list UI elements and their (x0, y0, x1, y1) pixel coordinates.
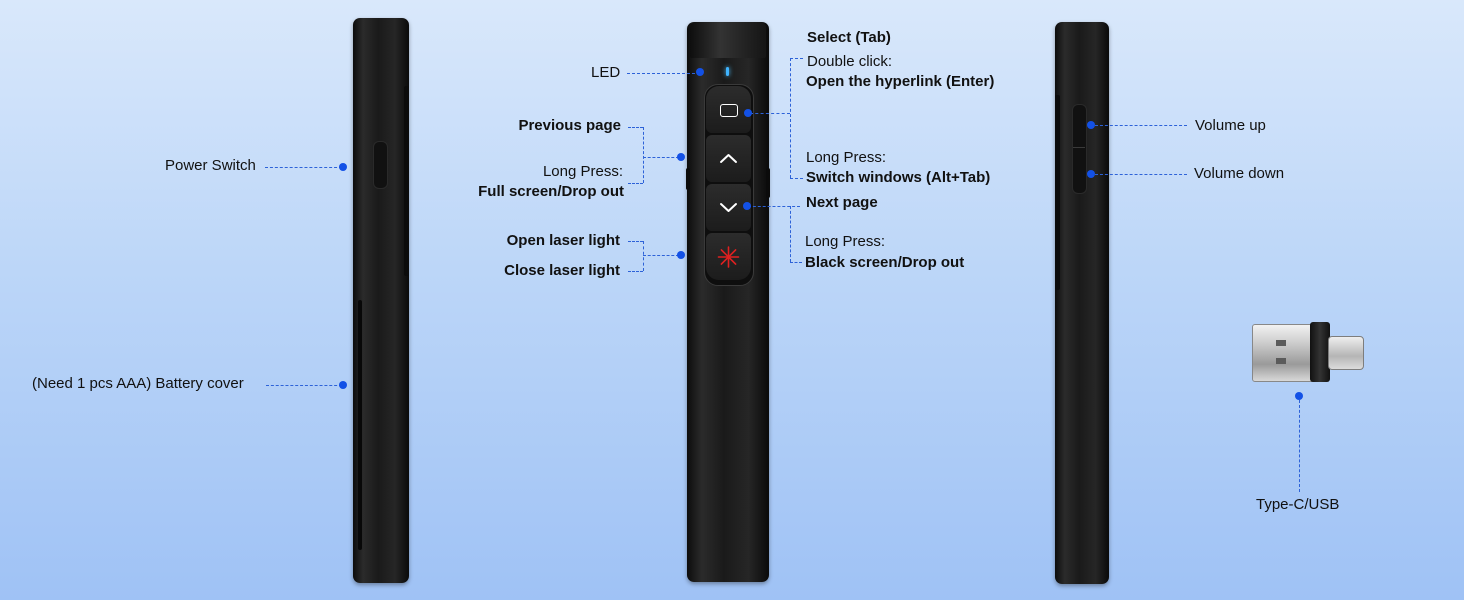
chevron-up-icon (720, 154, 737, 163)
usb-housing (1310, 322, 1330, 382)
next-leader (748, 206, 800, 207)
select-bracket-top (790, 58, 803, 59)
led-label: LED (591, 64, 621, 81)
asterisk-icon (717, 246, 740, 268)
volume-down-leader (1095, 174, 1187, 175)
select-dot (744, 109, 752, 117)
select-bracket-vert (790, 58, 791, 178)
laser-dot (677, 251, 685, 259)
next-page-label: Next page (806, 194, 878, 211)
select-long-press-label: Long Press: (806, 149, 887, 166)
usb-a-plug (1252, 324, 1316, 382)
next-dot (743, 202, 751, 210)
center-pen-cap (690, 22, 766, 58)
usb-leader (1299, 400, 1300, 492)
next-page-button[interactable] (706, 184, 751, 231)
power-switch-label: Power Switch (165, 157, 256, 174)
select-tab-label: Select (Tab) (807, 29, 891, 46)
select-bracket-bottom (790, 178, 803, 179)
power-switch[interactable] (373, 141, 388, 189)
select-button[interactable] (706, 86, 751, 133)
rounded-rect-icon (720, 104, 738, 117)
next-long-press-label: Long Press: (805, 233, 886, 250)
laser-leader (643, 255, 679, 256)
usb-dot (1295, 392, 1303, 400)
previous-bracket-vert (643, 127, 644, 183)
center-pen-right-key (766, 168, 770, 198)
chevron-down-icon (720, 203, 737, 212)
type-c-usb-label: Type-C/USB (1256, 496, 1340, 513)
type-c-plug (1328, 336, 1364, 370)
volume-rocker[interactable] (1072, 104, 1087, 194)
double-click-label: Double click: (807, 53, 893, 70)
led-dot (696, 68, 704, 76)
open-hyperlink-label: Open the hyperlink (Enter) (806, 73, 995, 90)
previous-page-button[interactable] (706, 135, 751, 182)
next-bracket-bottom (790, 262, 802, 263)
led-indicator (726, 67, 729, 76)
select-leader (750, 113, 790, 114)
battery-cover-dot (339, 381, 347, 389)
battery-cover-seam (358, 300, 362, 550)
volume-down-dot (1087, 170, 1095, 178)
left-pen-edge (404, 86, 409, 276)
previous-page-label: Previous page (518, 117, 621, 134)
laser-bracket-top (628, 241, 643, 242)
led-leader (627, 73, 695, 74)
laser-button[interactable] (706, 233, 751, 280)
center-pen-left-key (686, 168, 690, 190)
open-laser-label: Open laser light (506, 232, 620, 249)
usb-receiver (1252, 320, 1364, 384)
previous-bracket-top (628, 127, 643, 128)
battery-cover-label: (Need 1 pcs AAA) Battery cover (32, 375, 244, 392)
black-screen-label: Black screen/Drop out (805, 254, 965, 271)
usb-contact-1 (1276, 340, 1286, 346)
right-pen-edge (1055, 95, 1060, 290)
volume-down-label: Volume down (1194, 165, 1285, 182)
power-switch-leader (265, 167, 342, 168)
laser-bracket-bottom (628, 271, 643, 272)
power-switch-dot (339, 163, 347, 171)
previous-dot (677, 153, 685, 161)
laser-bracket-vert (643, 241, 644, 271)
usb-contact-2 (1276, 358, 1286, 364)
previous-bracket-bottom (628, 183, 643, 184)
previous-long-press-label: Long Press: (542, 163, 623, 180)
volume-rocker-divider (1073, 147, 1085, 148)
volume-up-dot (1087, 121, 1095, 129)
volume-up-label: Volume up (1195, 117, 1266, 134)
close-laser-label: Close laser light (504, 262, 620, 279)
previous-leader (643, 157, 679, 158)
switch-windows-label: Switch windows (Alt+Tab) (806, 169, 991, 186)
next-bracket-vert (790, 206, 791, 262)
battery-cover-leader (266, 385, 342, 386)
left-pen-side (353, 18, 409, 583)
full-screen-label: Full screen/Drop out (478, 183, 624, 200)
volume-up-leader (1095, 125, 1187, 126)
